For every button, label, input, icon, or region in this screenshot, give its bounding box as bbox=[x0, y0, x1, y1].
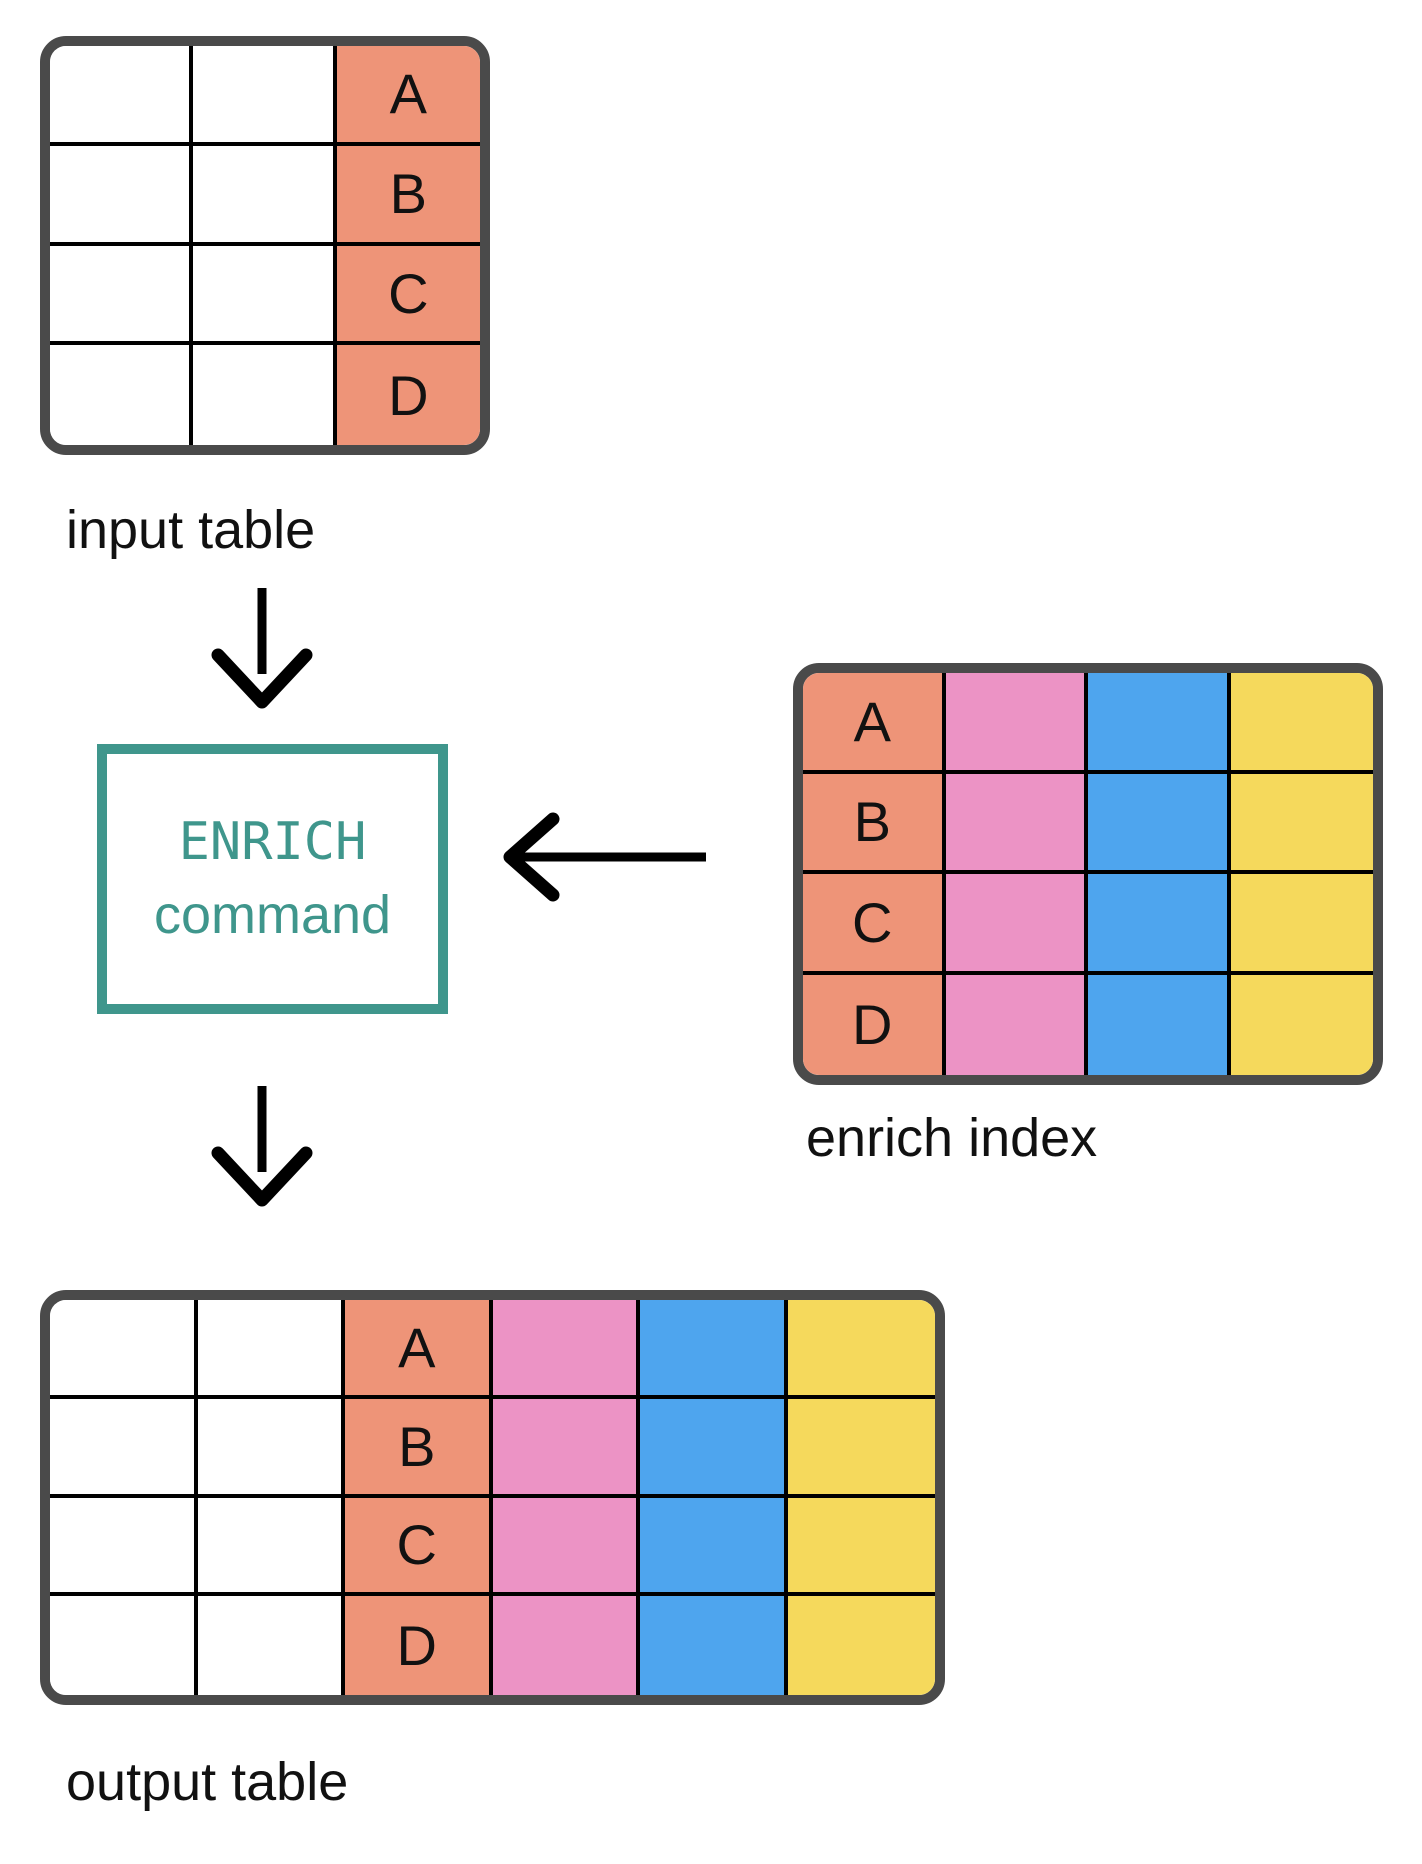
table-cell bbox=[193, 145, 337, 246]
table-cell bbox=[787, 1300, 935, 1399]
table-cell bbox=[787, 1497, 935, 1597]
table-cell bbox=[492, 1497, 640, 1597]
table-cell bbox=[787, 1398, 935, 1498]
enrich-command-title: ENRICH bbox=[178, 812, 367, 872]
table-cell bbox=[50, 1300, 198, 1399]
table-cell bbox=[50, 245, 194, 346]
table-cell bbox=[197, 1596, 345, 1695]
table-cell bbox=[50, 1497, 198, 1597]
table-cell bbox=[1088, 673, 1231, 774]
table-cell bbox=[193, 345, 337, 445]
key-cell: B bbox=[803, 773, 946, 874]
table-cell bbox=[640, 1300, 788, 1399]
table-cell bbox=[1230, 874, 1373, 975]
table-cell bbox=[945, 974, 1088, 1075]
table-cell bbox=[787, 1596, 935, 1695]
key-cell: C bbox=[336, 245, 480, 346]
table-cell bbox=[945, 673, 1088, 774]
table-cell bbox=[50, 1596, 198, 1695]
table-cell bbox=[50, 345, 194, 445]
table-cell bbox=[193, 46, 337, 146]
arrow-down-icon bbox=[211, 588, 313, 709]
table-cell bbox=[50, 1398, 198, 1498]
table-cell bbox=[1230, 673, 1373, 774]
enrich-command-box: ENRICH command bbox=[97, 744, 448, 1014]
key-cell: C bbox=[803, 874, 946, 975]
table-cell bbox=[945, 773, 1088, 874]
table-cell bbox=[640, 1596, 788, 1695]
key-cell: C bbox=[345, 1497, 493, 1597]
table-cell bbox=[640, 1497, 788, 1597]
table-cell bbox=[1088, 773, 1231, 874]
enrich-index-label: enrich index bbox=[806, 1108, 1098, 1168]
table-cell bbox=[50, 145, 194, 246]
table-cell bbox=[193, 245, 337, 346]
key-cell: D bbox=[336, 345, 480, 445]
key-cell: A bbox=[336, 46, 480, 146]
table-cell bbox=[492, 1596, 640, 1695]
table-cell bbox=[197, 1497, 345, 1597]
output-table-label: output table bbox=[66, 1752, 349, 1812]
key-cell: D bbox=[803, 974, 946, 1075]
table-cell bbox=[945, 874, 1088, 975]
key-cell: B bbox=[345, 1398, 493, 1498]
arrow-down-icon bbox=[211, 1086, 313, 1207]
input-table-label: input table bbox=[66, 500, 316, 560]
key-cell: D bbox=[345, 1596, 493, 1695]
table-cell bbox=[1088, 874, 1231, 975]
key-cell: A bbox=[345, 1300, 493, 1399]
table-cell bbox=[1230, 773, 1373, 874]
arrow-left-icon bbox=[503, 812, 706, 902]
table-cell bbox=[1088, 974, 1231, 1075]
table-cell bbox=[492, 1398, 640, 1498]
table-cell bbox=[640, 1398, 788, 1498]
table-cell bbox=[1230, 974, 1373, 1075]
enrich-command-subtitle: command bbox=[153, 885, 392, 945]
key-cell: A bbox=[803, 673, 946, 774]
key-cell: B bbox=[336, 145, 480, 246]
table-cell bbox=[197, 1398, 345, 1498]
table-cell bbox=[50, 46, 194, 146]
table-cell bbox=[197, 1300, 345, 1399]
table-cell bbox=[492, 1300, 640, 1399]
